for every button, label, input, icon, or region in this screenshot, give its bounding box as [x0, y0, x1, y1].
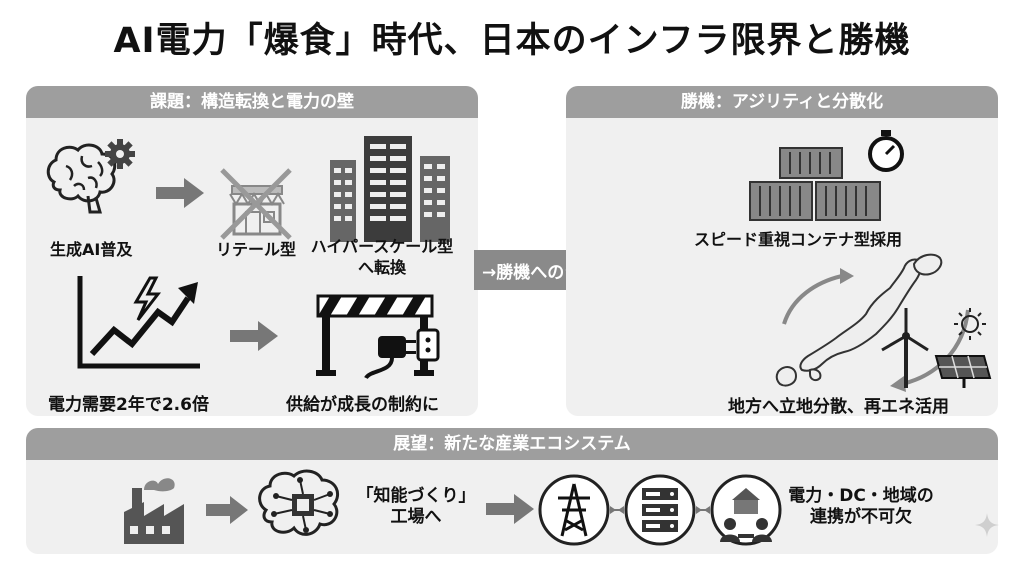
factory-label: 「知能づくり」 工場へ: [356, 486, 476, 528]
demand-growth-chart-icon: [77, 276, 200, 369]
sparkle-icon: [975, 513, 999, 537]
outlook-header: 展望：新たな産業エコシステム: [26, 428, 998, 460]
factory-icon: [124, 478, 184, 544]
power-dc-community-icon: [538, 474, 782, 546]
brain-chip-icon: [258, 469, 339, 536]
hyperscale-label-line2: へ転換: [357, 258, 406, 277]
hyperscale-label: ハイパースケール型 へ転換: [302, 236, 462, 278]
barrier-plug-icon: [316, 294, 440, 380]
regional-label: 地方へ立地分散、再エネ活用: [728, 397, 949, 416]
page-title: AI電力「爆食」時代、日本のインフラ限界と勝機: [113, 21, 911, 61]
challenge-panel: 課題：構造転換と電力の壁 生成AI普及 リテール型: [26, 86, 478, 416]
challenge-header: 課題：構造転換と電力の壁: [26, 86, 478, 118]
genai-label: 生成AI普及: [50, 240, 133, 259]
arrow-icon: [486, 494, 534, 524]
outlook-panel: 展望：新たな産業エコシステム 「知能づくり」 工場へ: [26, 428, 998, 554]
hyperscale-datacenter-icon: [330, 136, 450, 242]
factory-label-line2: 工場へ: [390, 507, 442, 527]
brain-gear-icon: [46, 139, 135, 214]
hyperscale-label-line1: ハイパースケール型: [310, 237, 454, 256]
link-label-line2: 連携が不可欠: [810, 507, 912, 527]
supply-label: 供給が成長の制約に: [286, 395, 439, 415]
arrow-icon: [156, 178, 204, 208]
japan-map-cycle-icon: [775, 253, 970, 392]
opportunity-header: 勝機：アジリティと分散化: [566, 86, 998, 118]
link-label: 電力・DC・地域の 連携が不可欠: [786, 486, 936, 528]
renewable-energy-icon: [881, 308, 992, 388]
arrow-icon: [230, 321, 278, 351]
container-label: スピード重視コンテナ型採用: [694, 230, 903, 249]
factory-label-line1: 「知能づくり」: [356, 486, 476, 506]
opportunity-panel: 勝機：アジリティと分散化 スピード重視コンテナ型採用: [566, 86, 998, 416]
link-label-line1: 電力・DC・地域の: [788, 486, 934, 506]
arrow-icon: [206, 496, 248, 524]
demand-label: 電力需要2年で2.6倍: [48, 395, 209, 415]
retail-label: リテール型: [216, 240, 297, 259]
retail-store-crossed-icon: [220, 168, 292, 240]
container-stopwatch-icon: [749, 130, 904, 221]
